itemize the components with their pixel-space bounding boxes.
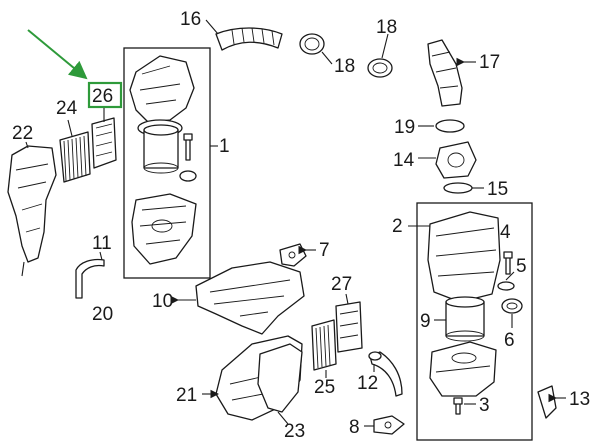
part-1-air-cleaner-upper [129, 55, 195, 137]
assembly-2-frame [416, 202, 533, 441]
callout-12: 12 [357, 373, 378, 394]
callout-9: 9 [420, 311, 431, 332]
part-1-small-bolt-and-cap [179, 133, 197, 182]
callout-2: 2 [392, 216, 403, 237]
part-18-clamp-a [299, 33, 333, 65]
part-27-filter-pad [335, 293, 363, 353]
callout-16: 16 [180, 9, 201, 30]
part-1-lower-housing [131, 193, 197, 265]
callout-1: 1 [219, 136, 230, 157]
callout-17: 17 [479, 52, 500, 73]
part-11-hose [75, 251, 105, 299]
part-17-intake-pipe [427, 39, 476, 107]
part-5-grommet [497, 271, 515, 291]
callout-15: 15 [487, 179, 508, 200]
callout-13: 13 [569, 389, 590, 410]
part-1-filter-cartridge [143, 124, 179, 174]
callout-26-highlight-box [87, 81, 123, 109]
callout-4: 4 [500, 222, 511, 243]
part-18-clamp-b [367, 33, 393, 78]
part-14-sensor-housing [418, 141, 477, 179]
part-9-filter-cartridge [434, 296, 485, 342]
highlight-arrow [27, 29, 88, 80]
callout-26: 26 [92, 86, 113, 107]
part-22-intake-duct [7, 145, 57, 277]
callout-6: 6 [504, 330, 515, 351]
callout-18-b: 18 [376, 17, 397, 38]
callout-10: 10 [152, 291, 173, 312]
part-19-clamp [418, 119, 465, 133]
part-2-lower-housing [429, 341, 497, 397]
callout-3: 3 [479, 395, 490, 416]
part-7-bracket [279, 243, 316, 267]
part-12-pipe [368, 351, 403, 397]
part-26-filter-element [91, 117, 117, 169]
callout-20: 20 [92, 304, 113, 325]
part-25-filter-element [311, 319, 337, 378]
callout-11: 11 [92, 233, 112, 254]
callout-8: 8 [349, 417, 360, 438]
callout-14: 14 [393, 150, 415, 171]
callout-19: 19 [394, 117, 415, 138]
part-2-upper-housing [427, 211, 501, 303]
part-8-bracket [364, 415, 405, 435]
callout-25: 25 [314, 377, 335, 398]
part-16-hose [205, 19, 283, 51]
callout-5: 5 [516, 256, 527, 277]
callout-24: 24 [56, 98, 78, 119]
callout-18-a: 18 [334, 56, 355, 77]
callout-7: 7 [319, 240, 330, 261]
assembly-1-frame [123, 47, 211, 279]
part-24-filter-element [59, 131, 91, 183]
callout-27: 27 [331, 274, 352, 295]
callout-22: 22 [12, 123, 33, 144]
part-10-air-duct-panel [170, 261, 305, 335]
callout-21: 21 [176, 385, 197, 406]
part-15-gasket [443, 182, 484, 194]
part-6-grommet [501, 298, 523, 328]
part-13-sensor [537, 385, 566, 419]
part-4-bolt [503, 251, 513, 275]
callout-23: 23 [284, 421, 305, 442]
part-23-rear-cover [257, 343, 303, 425]
part-3-bolt [453, 397, 476, 415]
